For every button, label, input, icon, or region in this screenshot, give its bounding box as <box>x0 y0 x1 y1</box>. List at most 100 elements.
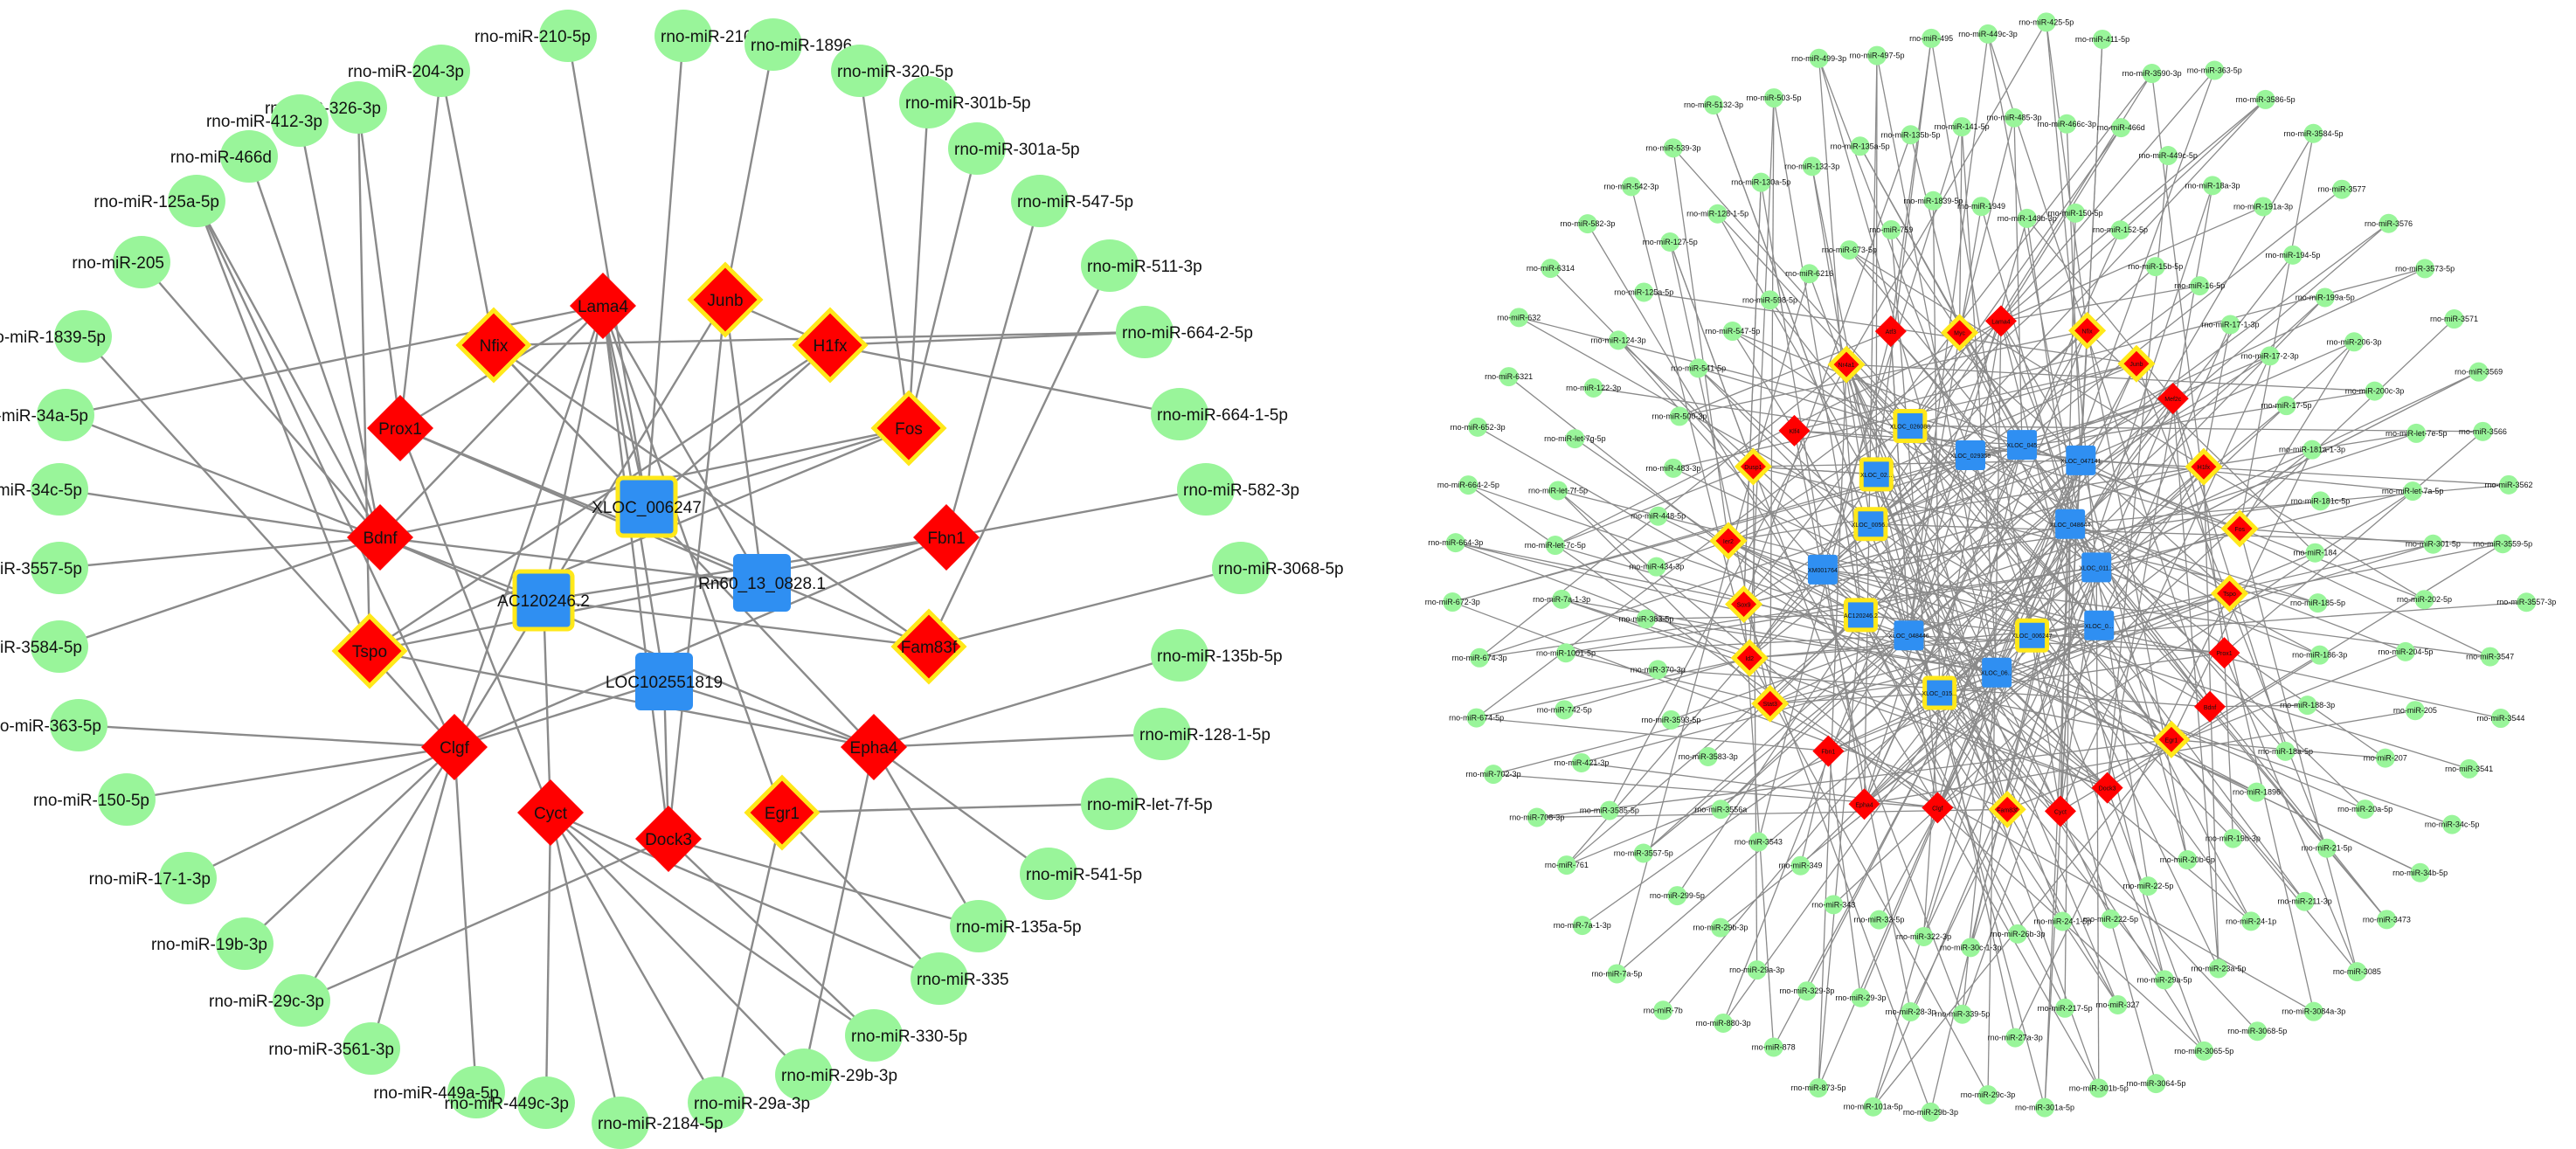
right-mirna-node-rno-mir-466c-3p[interactable]: rno-miR-466c-3p <box>2037 114 2096 134</box>
right-mirna-node-rno-mir-672-3p[interactable]: rno-miR-672-3p <box>1425 592 1480 613</box>
gene-node-tspo[interactable]: Tspo <box>331 613 408 689</box>
right-gene-node-tspo[interactable]: Tspo <box>2210 574 2249 613</box>
right-mirna-node-rno-mir-29a-3p[interactable]: rno-miR-29a-3p <box>1729 960 1784 980</box>
right-gene-node-dusp1[interactable]: Dusp1 <box>1734 447 1772 486</box>
right-mirna-node-rno-mir-3569[interactable]: rno-miR-3569 <box>2455 362 2503 382</box>
right-mirna-node-rno-mir-466d[interactable]: rno-miR-466d <box>2097 118 2145 138</box>
right-mirna-node-rno-mir-582-3p[interactable]: rno-miR-582-3p <box>1560 214 1615 234</box>
right-mirna-node-rno-mir-181c-5p[interactable]: rno-miR-181c-5p <box>2291 491 2351 511</box>
right-mirna-node-rno-mir-150-5p[interactable]: rno-miR-150-5p <box>2048 203 2103 223</box>
right-gene-node-epha4[interactable]: Epha4 <box>1848 788 1880 820</box>
right-mirna-node-rno-mir-3084a-3p[interactable]: rno-miR-3084a-3p <box>2282 1001 2345 1021</box>
right-mirna-node-rno-mir-322-3p[interactable]: rno-miR-322-3p <box>1896 926 1951 946</box>
right-mirna-node-rno-mir-let-7e-5p[interactable]: rno-miR-let-7e-5p <box>2386 423 2448 443</box>
right-mirna-node-rno-mir-327[interactable]: rno-miR-327 <box>2096 994 2140 1014</box>
mirna-node-rno-mir-128-1-5p[interactable]: rno-miR-128-1-5p <box>1133 708 1271 760</box>
right-gene-node-sox9[interactable]: Sox9 <box>1725 585 1763 624</box>
right-mirna-node-rno-mir-343[interactable]: rno-miR-343 <box>1811 895 1855 915</box>
gene-node-epha4[interactable]: Epha4 <box>841 714 907 780</box>
mirna-node-rno-mir-547-5p[interactable]: rno-miR-547-5p <box>1011 175 1133 227</box>
right-mirna-node-rno-mir-1896[interactable]: rno-miR-1896 <box>2233 782 2281 802</box>
right-mirna-node-rno-mir-101a-5p[interactable]: rno-miR-101a-5p <box>1844 1097 1903 1117</box>
right-mirna-node-rno-mir-449c-5p[interactable]: rno-miR-449c-5p <box>2138 146 2198 166</box>
right-lncrna-node-xloc-06[interactable]: XLOC_06... <box>1981 657 2013 688</box>
right-mirna-node-rno-mir-15b-5p[interactable]: rno-miR-15b-5p <box>2128 257 2183 277</box>
right-mirna-node-rno-mir-3473[interactable]: rno-miR-3473 <box>2363 910 2411 930</box>
mirna-node-rno-mir-301a-5p[interactable]: rno-miR-301a-5p <box>948 122 1080 175</box>
right-mirna-node-rno-mir-3577[interactable]: rno-miR-3577 <box>2318 179 2366 199</box>
right-mirna-node-rno-mir-217-5p[interactable]: rno-miR-217-5p <box>2038 998 2093 1018</box>
mirna-node-rno-mir-664-2-5p[interactable]: rno-miR-664-2-5p <box>1116 306 1253 358</box>
right-mirna-node-rno-mir-21-5p[interactable]: rno-miR-21-5p <box>2302 838 2352 858</box>
right-mirna-node-rno-mir-3556a[interactable]: rno-miR-3556a <box>1694 799 1747 820</box>
mirna-node-rno-mir-34a-5p[interactable]: rno-miR-34a-5p <box>0 389 94 441</box>
mirna-node-rno-mir-2184-5p[interactable]: rno-miR-2184-5p <box>592 1097 724 1149</box>
gene-node-egr1[interactable]: Egr1 <box>744 774 821 851</box>
right-mirna-node-rno-mir-135a-5p[interactable]: rno-miR-135a-5p <box>1831 136 1890 156</box>
right-gene-node-stat3[interactable]: Stat3 <box>1751 684 1790 723</box>
right-mirna-node-rno-mir-188-3p[interactable]: rno-miR-188-3p <box>2280 696 2335 716</box>
mirna-node-rno-mir-3068-5p[interactable]: rno-miR-3068-5p <box>1212 542 1344 594</box>
right-mirna-node-rno-mir-299-5p[interactable]: rno-miR-299-5p <box>1650 886 1705 906</box>
right-mirna-node-rno-mir-339-5p[interactable]: rno-miR-339-5p <box>1935 1004 1990 1024</box>
right-mirna-node-rno-mir-22-5p[interactable]: rno-miR-22-5p <box>2122 876 2173 896</box>
right-mirna-node-rno-mir-349[interactable]: rno-miR-349 <box>1779 855 1823 876</box>
right-mirna-node-rno-mir-206-3p[interactable]: rno-miR-206-3p <box>2327 332 2382 352</box>
right-mirna-node-rno-mir-632[interactable]: rno-miR-632 <box>1497 308 1541 328</box>
right-mirna-node-rno-mir-135b-5p[interactable]: rno-miR-135b-5p <box>1881 125 1941 145</box>
right-mirna-node-rno-mir-483-3p[interactable]: rno-miR-483-3p <box>1645 458 1700 478</box>
mirna-node-rno-mir-412-3p[interactable]: rno-miR-412-3p <box>206 94 329 147</box>
right-mirna-node-rno-mir-204-5p[interactable]: rno-miR-204-5p <box>2378 641 2433 661</box>
right-lncrna-node-ac120246-2[interactable]: AC120246.2 <box>1843 598 1878 633</box>
right-mirna-node-rno-mir-211-3p[interactable]: rno-miR-211-3p <box>2277 891 2332 911</box>
gene-node-clgf[interactable]: Clgf <box>421 714 488 780</box>
right-mirna-node-rno-mir-29b-3p[interactable]: rno-miR-29b-3p <box>1903 1102 1958 1122</box>
gene-node-h1fx[interactable]: H1fx <box>792 307 869 384</box>
right-mirna-node-rno-mir-20b-5p[interactable]: rno-miR-20b-5p <box>2160 850 2215 870</box>
right-mirna-node-rno-mir-17-2-3p[interactable]: rno-miR-17-2-3p <box>2241 346 2299 366</box>
right-mirna-node-rno-mir-598-5p[interactable]: rno-miR-598-5p <box>1742 290 1797 310</box>
right-mirna-node-rno-mir-301-5p[interactable]: rno-miR-301-5p <box>2406 534 2461 554</box>
right-mirna-node-rno-mir-let-7f-5p[interactable]: rno-miR-let-7f-5p <box>1528 481 1588 501</box>
mirna-node-rno-mir-466d[interactable]: rno-miR-466d <box>170 130 278 183</box>
right-mirna-node-rno-mir-1839-5p[interactable]: rno-miR-1839-5p <box>1903 190 1963 211</box>
right-mirna-node-rno-mir-19b-3p[interactable]: rno-miR-19b-3p <box>2206 828 2261 848</box>
mirna-node-rno-mir-449a-5p[interactable]: rno-miR-449a-5p <box>373 1066 505 1118</box>
right-mirna-node-rno-mir-3566[interactable]: rno-miR-3566 <box>2459 421 2507 441</box>
right-mirna-node-rno-mir-7a-1-3p[interactable]: rno-miR-7a-1-3p <box>1533 589 1590 609</box>
right-mirna-node-rno-mir-20a-5p[interactable]: rno-miR-20a-5p <box>2337 799 2392 820</box>
mirna-node-rno-mir-449c-3p[interactable]: rno-miR-449c-3p <box>444 1076 575 1129</box>
right-mirna-node-rno-mir-301b-5p[interactable]: rno-miR-301b-5p <box>2069 1078 2129 1098</box>
mirna-node-rno-mir-363-5p[interactable]: rno-miR-363-5p <box>0 699 107 751</box>
right-mirna-node-rno-mir-3585-5p[interactable]: rno-miR-3585-5p <box>1580 800 1639 820</box>
right-mirna-node-rno-mir-26b-3p[interactable]: rno-miR-26b-3p <box>1991 924 2046 944</box>
right-mirna-node-rno-mir-34c-5p[interactable]: rno-miR-34c-5p <box>2425 814 2480 834</box>
lncrna-node-ac120246-2[interactable]: AC120246.2 <box>497 569 590 632</box>
right-mirna-node-rno-mir-23a-5p[interactable]: rno-miR-23a-5p <box>2191 959 2246 979</box>
mirna-node-rno-mir-3561-3p[interactable]: rno-miR-3561-3p <box>268 1022 400 1075</box>
right-mirna-node-rno-mir-3586-5p[interactable]: rno-miR-3586-5p <box>2236 89 2296 109</box>
gene-node-nfix[interactable]: Nfix <box>455 307 532 384</box>
mirna-node-rno-mir-3584-5p[interactable]: rno-miR-3584-5p <box>0 620 88 673</box>
mirna-node-rno-mir-135a-5p[interactable]: rno-miR-135a-5p <box>950 900 1082 952</box>
right-gene-node-ier2[interactable]: Ier2 <box>1709 522 1748 560</box>
right-mirna-node-rno-mir-184[interactable]: rno-miR-184 <box>2293 543 2337 563</box>
mirna-node-rno-mir-582-3p[interactable]: rno-miR-582-3p <box>1177 463 1299 516</box>
right-lncrna-node-xloc-0[interactable]: XLOC_0... <box>2084 610 2115 640</box>
right-gene-node-clgf[interactable]: Clgf <box>1922 792 1954 824</box>
right-mirna-node-rno-mir-539-3p[interactable]: rno-miR-539-3p <box>1645 138 1700 158</box>
right-mirna-node-rno-mir-let-7g-5p[interactable]: rno-miR-let-7g-5p <box>1544 429 1606 449</box>
mirna-node-rno-mir-1839-5p[interactable]: rno-miR-1839-5p <box>0 310 112 363</box>
right-mirna-node-rno-mir-541-5p[interactable]: rno-miR-541-5p <box>1671 358 1726 378</box>
right-mirna-node-rno-mir-329-3p[interactable]: rno-miR-329-3p <box>1779 981 1834 1001</box>
right-mirna-node-rno-mir-664-2-5p[interactable]: rno-miR-664-2-5p <box>1437 475 1499 495</box>
right-lncrna-node-xloc-048446[interactable]: XLOC_048446 <box>1888 620 1929 651</box>
gene-node-fos[interactable]: Fos <box>870 390 947 467</box>
right-gene-node-nr4a1[interactable]: Nr4a1 <box>1827 345 1866 384</box>
right-mirna-node-rno-mir-207[interactable]: rno-miR-207 <box>2364 748 2407 768</box>
right-gene-node-klf4[interactable]: Klf4 <box>1778 414 1811 446</box>
right-mirna-node-rno-mir-3085[interactable]: rno-miR-3085 <box>2333 962 2381 982</box>
mirna-node-rno-mir-135b-5p[interactable]: rno-miR-135b-5p <box>1151 629 1283 682</box>
right-mirna-node-rno-mir-186-3p[interactable]: rno-miR-186-3p <box>2292 645 2347 665</box>
right-mirna-node-rno-mir-759[interactable]: rno-miR-759 <box>1869 219 1913 239</box>
